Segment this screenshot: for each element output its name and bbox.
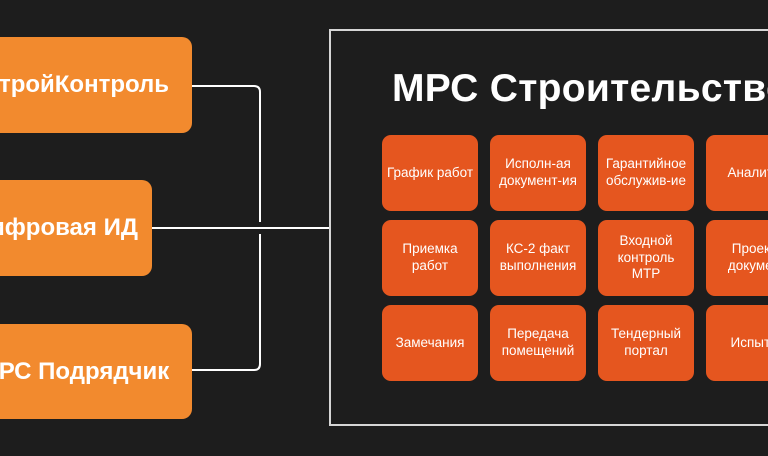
main-system-frame: МРС Строительство График работ Исполн-ая… [329,29,768,426]
node-stroykontrol: тройКонтроль [0,37,192,133]
node-mrs-contractor-label: РС Подрядчик [0,357,170,385]
module-analytics: Аналити [706,135,768,211]
module-project-docs: Проект докумен [706,220,768,296]
connector-top [192,85,261,222]
module-testing: Испыта [706,305,768,381]
module-ks2-fact: КС-2 факт выполнения [490,220,586,296]
node-mrs-contractor: РС Подрядчик [0,324,192,419]
module-warranty-service: Гарантийное обслужив-ие [598,135,694,211]
node-digital-id-label: ифровая ИД [0,214,138,241]
module-tender-portal: Тендерный портал [598,305,694,381]
module-work-schedule: График работ [382,135,478,211]
node-digital-id: ифровая ИД [0,180,152,276]
main-title: МРС Строительство [392,67,768,110]
module-premises-handover: Передача помещений [490,305,586,381]
module-incoming-control: Входной контроль МТР [598,220,694,296]
module-executive-docs: Исполн-ая документ-ия [490,135,586,211]
node-stroykontrol-label: тройКонтроль [0,71,170,98]
module-work-acceptance: Приемка работ [382,220,478,296]
module-remarks: Замечания [382,305,478,381]
connector-bottom [192,234,261,371]
